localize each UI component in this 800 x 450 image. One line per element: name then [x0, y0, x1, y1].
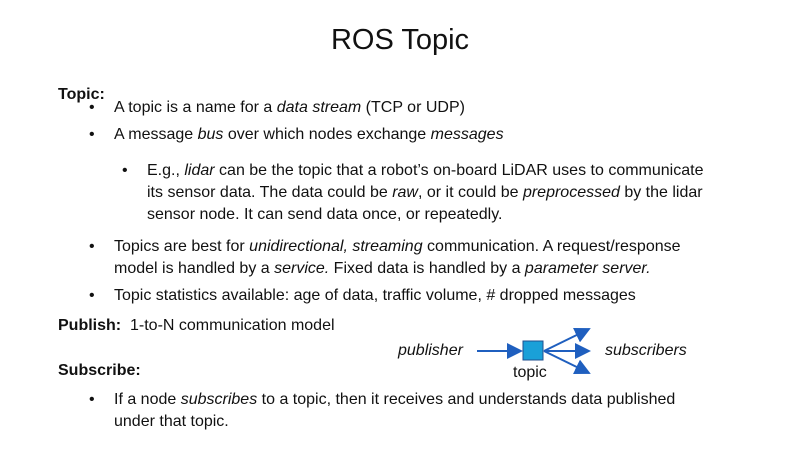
- text: to a topic, then it receives and underst…: [257, 391, 676, 408]
- subscribers-label: subscribers: [605, 342, 687, 359]
- publish-heading: Publish:: [58, 317, 122, 334]
- subbullet-lidar-example: • E.g., lidar can be the topic that a ro…: [122, 160, 704, 226]
- text: preprocessed: [522, 184, 620, 201]
- text: its sensor data. The data could be: [147, 184, 393, 201]
- bullet-topic-name: • A topic is a name for a data stream (T…: [89, 97, 465, 119]
- text: under that topic.: [114, 413, 229, 430]
- subscriber-arrow-down: [543, 350, 591, 375]
- subscribe-heading: Subscribe:: [58, 362, 141, 379]
- bullet-message-bus: • A message bus over which nodes exchang…: [89, 124, 504, 146]
- text: communication. A request/response: [422, 238, 681, 255]
- text: parameter server.: [524, 260, 651, 277]
- publish-text: 1-to-N communication model: [130, 317, 335, 334]
- text: A topic is a name for a: [114, 99, 277, 116]
- bullet-dot: •: [89, 287, 95, 304]
- text: A message: [114, 126, 198, 143]
- bullet-dot: •: [89, 391, 95, 408]
- text: sensor node. It can send data once, or r…: [147, 206, 503, 223]
- topic-label: topic: [513, 364, 547, 381]
- text: lidar: [184, 162, 215, 179]
- text: model is handled by a: [114, 260, 275, 277]
- text: bus: [197, 126, 224, 143]
- text: If a node: [114, 391, 181, 408]
- bullet-topics-best-for: • Topics are best for unidirectional, st…: [89, 236, 681, 280]
- text: Topic statistics available: age of data,…: [114, 287, 636, 304]
- bullet-subscribe: • If a node subscribes to a topic, then …: [89, 389, 676, 433]
- text: unidirectional, streaming: [249, 238, 423, 255]
- topic-heading: Topic:: [58, 86, 105, 103]
- text: over which nodes exchange: [223, 126, 431, 143]
- publisher-label: publisher: [398, 342, 463, 359]
- text: service.: [274, 260, 330, 277]
- bullet-dot: •: [89, 99, 95, 116]
- bullet-dot: •: [89, 126, 95, 143]
- bullet-dot: •: [122, 162, 128, 179]
- text: data stream: [276, 99, 362, 116]
- bullet-dot: •: [89, 238, 95, 255]
- text: , or it could be: [417, 184, 523, 201]
- subscriber-arrow-up: [543, 327, 591, 352]
- bullet-topic-statistics: • Topic statistics available: age of dat…: [89, 285, 636, 307]
- text: can be the topic that a robot’s on-board…: [214, 162, 704, 179]
- text: Fixed data is handled by a: [329, 260, 525, 277]
- topic-box: [522, 340, 544, 361]
- text: raw: [392, 184, 418, 201]
- text: subscribes: [180, 391, 258, 408]
- text: (TCP or UDP): [361, 99, 465, 116]
- text: Topics are best for: [114, 238, 250, 255]
- text: messages: [430, 126, 504, 143]
- text: E.g.,: [147, 162, 185, 179]
- publish-line: Publish: 1-to-N communication model: [58, 317, 335, 335]
- slide-title: ROS Topic: [330, 24, 470, 56]
- text: by the lidar: [619, 184, 703, 201]
